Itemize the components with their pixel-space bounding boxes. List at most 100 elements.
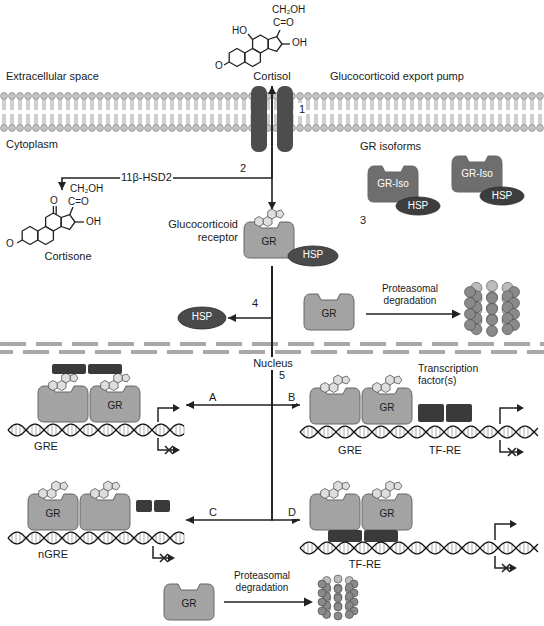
proteasome-subunit <box>487 314 498 325</box>
annotation-label: Nucleus <box>242 357 304 370</box>
connector <box>186 266 272 524</box>
dna-rung <box>512 428 513 436</box>
proteasome-subunit <box>318 580 326 588</box>
dna-rung <box>304 544 305 552</box>
dna-rung <box>112 534 113 542</box>
dna-rung <box>404 544 405 552</box>
node-text: Transcription factor(s) <box>418 362 510 386</box>
node-outline <box>160 572 220 622</box>
dna-rung <box>340 428 341 436</box>
arrow-head <box>173 446 180 454</box>
hsp-oval <box>178 307 226 329</box>
gene-arrow <box>500 440 518 452</box>
node-text: GR <box>372 508 402 520</box>
proteasome-subunit <box>487 292 498 303</box>
dna-rung <box>348 427 349 437</box>
annotation-label: Proteasomal degradation <box>222 570 302 593</box>
node-outline <box>300 282 360 332</box>
dna-rung <box>176 425 177 435</box>
dna-rung <box>124 532 125 544</box>
node-text: GRE <box>26 440 66 453</box>
dna-rung <box>368 544 369 552</box>
steroid-ring <box>321 383 330 393</box>
bond-line <box>75 221 84 222</box>
dna-rung <box>488 542 489 554</box>
dna-rung <box>56 425 57 435</box>
receptor-shape <box>28 494 78 530</box>
dna-rung <box>440 544 441 552</box>
proteasome-subunit <box>487 304 498 315</box>
hsp-oval <box>288 246 338 266</box>
annotation-label: Proteasomal degradation <box>368 283 452 306</box>
receptor-shape <box>164 584 214 620</box>
dna-rung <box>76 426 77 434</box>
dna-rung <box>332 544 333 552</box>
dna-rung <box>52 532 53 544</box>
arrow-head <box>304 598 313 607</box>
dna-rung <box>160 532 161 544</box>
dna-rung <box>528 543 529 553</box>
dna-rung <box>340 544 341 552</box>
dna-rung <box>484 544 485 552</box>
dna-rung <box>396 543 397 553</box>
dna-rung <box>400 542 401 554</box>
edge-label: B <box>287 391 296 404</box>
dna-rung <box>88 424 89 436</box>
receptor-shape <box>80 494 130 530</box>
transcription-factor <box>88 364 122 374</box>
dna-rung <box>468 427 469 437</box>
proteasome-subunit <box>465 309 476 320</box>
annotation-label: Glucocorticoid export pump <box>330 70 464 83</box>
receptor-shape <box>244 222 294 258</box>
receptor-shape <box>368 166 418 202</box>
dna-rung <box>436 542 437 554</box>
connector <box>272 266 300 524</box>
dna-rung <box>180 424 181 436</box>
dna-rung <box>104 533 105 543</box>
dna-rung <box>476 544 477 552</box>
transcription-factor <box>52 364 86 374</box>
dna-strand <box>8 532 184 544</box>
dna-rung <box>364 542 365 554</box>
annotation-label: Extracellular space <box>6 70 99 83</box>
transcription-factor <box>136 500 152 512</box>
repression-cross <box>165 446 173 454</box>
dna-rung <box>420 543 421 553</box>
dna-rung <box>180 532 181 544</box>
proteasome-subunit <box>334 584 342 592</box>
dna-rung <box>144 424 145 436</box>
proteasome-subunit <box>334 594 342 602</box>
hsp-oval: HSP <box>178 307 228 329</box>
dna-rung <box>504 543 505 553</box>
connector-line <box>186 266 272 520</box>
dna-rung <box>48 426 49 434</box>
dna-rung <box>20 533 21 543</box>
repression-cross <box>508 448 516 456</box>
dna-rung <box>448 428 449 436</box>
hsp-oval <box>396 197 440 215</box>
connector-line <box>186 266 272 405</box>
dna-rung <box>144 532 145 544</box>
steroid-ring <box>268 209 277 219</box>
dna-rung <box>380 542 381 554</box>
transcription-factor <box>418 404 444 422</box>
dna-rung <box>148 426 149 434</box>
connector <box>58 86 272 190</box>
receptor-shape <box>90 386 140 422</box>
dna-rung <box>512 544 513 552</box>
dna-rung <box>436 426 437 438</box>
receptor-shape: GR <box>160 572 220 622</box>
node-outline <box>8 478 186 562</box>
proteasome-subunit <box>465 320 476 331</box>
dna-rung <box>328 426 329 438</box>
dna-rung <box>12 534 13 542</box>
dna-rung <box>112 426 113 434</box>
steroid-ring <box>70 374 78 382</box>
dna-rung <box>140 425 141 435</box>
dna-rung <box>184 426 185 434</box>
annotation-label: OH <box>292 37 307 49</box>
steroid-ring <box>373 383 382 393</box>
dna-rung <box>484 428 485 436</box>
